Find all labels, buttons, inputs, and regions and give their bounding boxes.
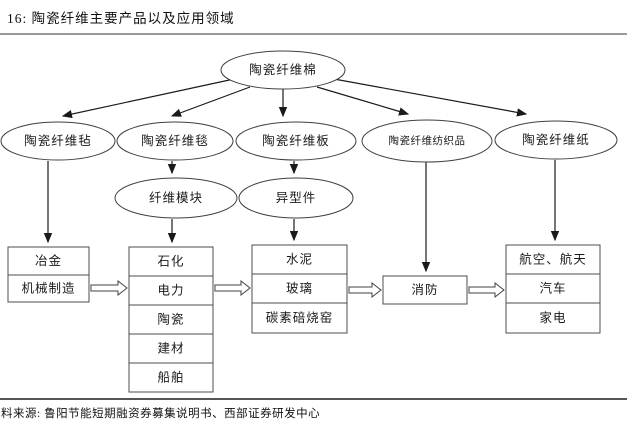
block-arrow-col3-fire: [348, 281, 382, 299]
app-cell: [128, 275, 214, 306]
root-label: 陶瓷纤维棉: [249, 62, 317, 77]
app-cell: [128, 362, 214, 393]
figure-title: 16: 陶瓷纤维主要产品以及应用领域: [7, 11, 235, 26]
product-ellipse-board: [235, 121, 357, 161]
product-label-felt: 陶瓷纤维毡: [24, 133, 92, 148]
block-arrow-col2-col3: [214, 279, 251, 297]
app-cell: [251, 273, 348, 304]
intermediate-label-shaped: 异型件: [276, 191, 317, 205]
product-label-board: 陶瓷纤维板: [262, 133, 330, 148]
product-ellipse-paper: [494, 120, 618, 160]
app-cell: [505, 302, 601, 334]
app-label: 碳素碚烧窑: [266, 310, 334, 325]
app-cell: [505, 273, 601, 304]
app-cell: [251, 302, 348, 334]
arrow-root-to-paper: [333, 78, 528, 117]
product-ellipse-blanket: [116, 121, 234, 161]
intermediate-ellipse-module: [114, 177, 238, 219]
app-cell-fire: [382, 275, 468, 305]
intermediate-ellipse-shaped: [238, 177, 354, 219]
app-label: 玻璃: [286, 282, 313, 296]
app-label: 汽车: [539, 281, 566, 296]
intermediate-label-module: 纤维模块: [149, 191, 203, 205]
app-label: 消防: [411, 282, 438, 297]
arrow-root-to-felt: [61, 78, 235, 119]
app-label: 陶瓷: [157, 312, 184, 327]
app-cell: [505, 244, 601, 275]
title-divider: [0, 33, 627, 35]
product-label-blanket: 陶瓷纤维毯: [141, 133, 209, 148]
app-label: 机械制造: [21, 281, 75, 296]
app-label: 石化: [157, 255, 184, 269]
arrow-root-to-blanket: [170, 86, 251, 117]
app-cell: [251, 244, 348, 275]
product-label-textile: 陶瓷纤维纺织品: [389, 134, 466, 147]
product-label-paper: 陶瓷纤维纸: [522, 132, 590, 147]
source-note: 料来源: 鲁阳节能短期融资券募集说明书、西部证券研发中心: [1, 408, 321, 420]
app-label: 家电: [539, 310, 566, 325]
app-label: 建材: [157, 342, 184, 356]
app-label: 冶金: [35, 253, 62, 268]
app-cell: [128, 304, 214, 335]
bottom-divider: [0, 398, 627, 400]
arrow-root-to-textile: [316, 86, 410, 116]
product-ellipse-textile: [361, 119, 493, 163]
app-label: 船舶: [157, 370, 184, 385]
product-ellipse-felt: [0, 121, 116, 161]
block-arrow-col1-col2: [90, 279, 128, 297]
app-label: 水泥: [286, 253, 313, 267]
app-label: 航空、航天: [519, 252, 587, 267]
app-cell: [7, 274, 90, 303]
root-ellipse: [220, 50, 346, 90]
app-cell: [7, 246, 90, 276]
block-arrow-fire-col5: [468, 281, 505, 299]
app-label: 电力: [157, 284, 184, 298]
